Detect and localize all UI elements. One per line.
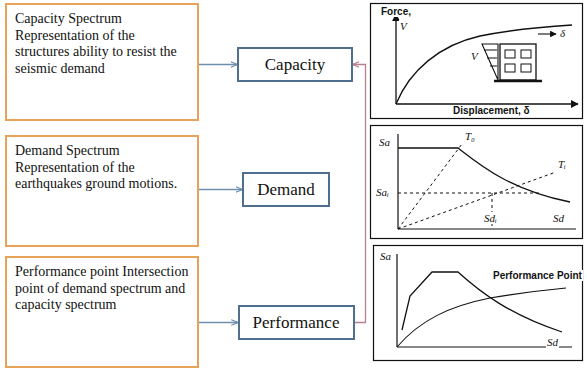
axis-label: Sd [552,212,565,224]
building-icon [482,34,556,81]
period-label: Tᵢ [557,158,567,170]
axis-value-label: Sdᵢ [483,212,498,224]
box-text: Demand [257,180,315,200]
box-text: Capacity [265,55,325,75]
capacity-curve [396,25,572,104]
axis-line [395,14,396,104]
axis-label: V [399,20,408,32]
period-label: T₀ [464,130,476,142]
axis-line [396,254,397,347]
demand-curve [402,272,562,332]
displacement-label: δ [559,27,566,39]
box-text: Performance [253,313,340,333]
connector-arrow [199,322,238,323]
axis-label: Force, [380,6,412,17]
concept-box: Performance [238,305,355,340]
description-box: Performance point Intersection point of … [5,256,199,368]
period-line [398,144,462,229]
point-label: Performance Point [492,270,583,281]
axis-label: Sa [378,136,391,148]
box-text: Performance point Intersection point of … [15,264,189,314]
demand-curve [398,148,570,202]
connector-arrow [199,189,242,190]
box-text: Capacity Spectrum Representation of the … [15,11,189,77]
description-box: Demand Spectrum Representation of the ea… [5,135,199,247]
period-line [398,172,556,229]
panel-frame [371,126,583,239]
capacity-curve [397,288,566,347]
axis-line [398,228,576,229]
axis-label: Sa [379,250,392,262]
panel-frame [371,4,583,119]
axis-label: Displacement, δ [452,105,531,116]
guide-line [398,193,540,194]
concept-box: Demand [242,172,330,207]
concept-box: Capacity [237,47,353,82]
description-box: Capacity Spectrum Representation of the … [5,3,199,121]
connector-arrow [199,64,237,65]
axis-value-label: Saᵢ [375,186,390,198]
axis-label: Sd [546,336,559,348]
box-text: Demand Spectrum Representation of the ea… [15,143,189,193]
connector-arrow [353,65,366,323]
force-label: V [470,50,479,62]
panel-frame [374,246,583,361]
